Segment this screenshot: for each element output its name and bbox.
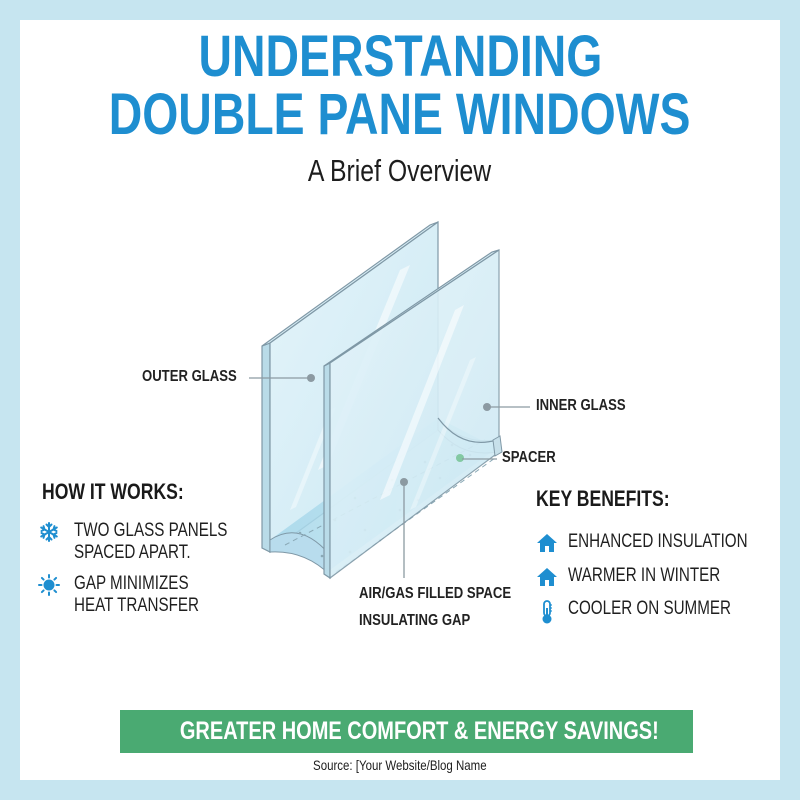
house-icon xyxy=(536,532,558,554)
key-benefits-heading: KEY BENEFITS: xyxy=(536,486,670,511)
gap-label-line-2: INSULATING GAP xyxy=(359,612,471,629)
sun-icon xyxy=(38,574,60,596)
source-credit: Source: [Your Website/Blog Name xyxy=(313,757,487,773)
benefit-item: WARMER IN WINTER xyxy=(536,565,758,588)
energy-savings-banner: GREATER HOME COMFORT & ENERGY SAVINGS! xyxy=(120,710,693,753)
how-it-works-item: TWO GLASS PANELS SPACED APART. xyxy=(38,520,266,564)
house-icon xyxy=(536,566,558,588)
snowflake-icon xyxy=(38,521,60,543)
how-it-works-item: GAP MINIMIZES HEAT TRANSFER xyxy=(38,573,230,617)
inner-glass-label: INNER GLASS xyxy=(536,397,626,414)
spacer xyxy=(456,435,503,462)
spacer-label: SPACER xyxy=(502,449,556,466)
benefit-item: COOLER ON SUMMER xyxy=(536,598,772,625)
page-title-line-2: DOUBLE PANE WINDOWS xyxy=(109,82,691,147)
gap-label-line-1: AIR/GAS FILLED SPACE xyxy=(359,585,512,602)
inner-glass-pane xyxy=(323,248,500,580)
page-title-line-1: UNDERSTANDING xyxy=(198,24,602,89)
page-subtitle: A Brief Overview xyxy=(308,153,492,188)
benefit-item: ENHANCED INSULATION xyxy=(536,531,793,554)
thermometer-icon xyxy=(536,599,558,625)
leader-lines xyxy=(249,374,530,578)
how-it-works-heading: HOW IT WORKS: xyxy=(42,479,184,504)
outer-glass-label: OUTER GLASS xyxy=(142,368,237,385)
